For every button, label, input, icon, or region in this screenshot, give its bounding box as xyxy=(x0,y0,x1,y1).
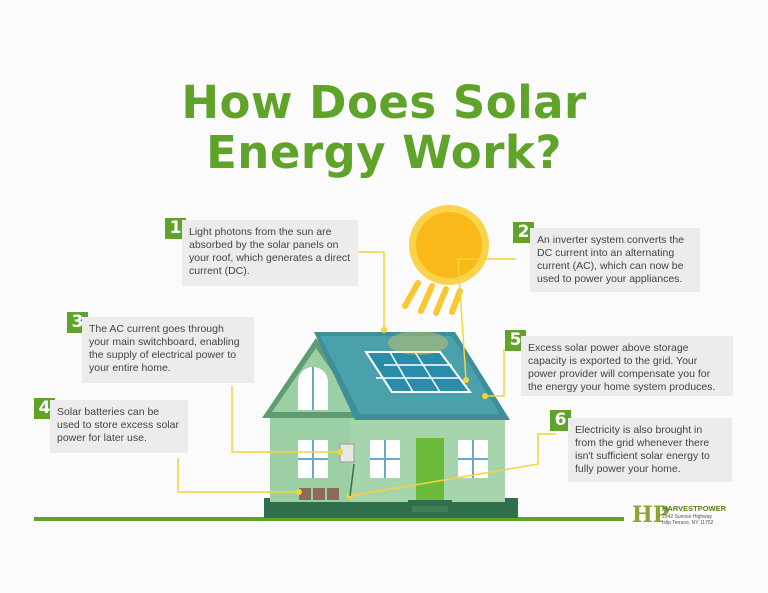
step-1-badge: 1 xyxy=(165,218,186,239)
grid-line-icon xyxy=(349,463,355,497)
step-5-text: Excess solar power above storage capacit… xyxy=(521,336,733,396)
step-6-text: Electricity is also brought in from the … xyxy=(568,418,732,482)
step-4-text: Solar batteries can be used to store exc… xyxy=(50,400,188,453)
connector-lines xyxy=(177,251,556,497)
sun-glow xyxy=(388,331,448,355)
brand-address-line-1: 2942 Sunrise Highway xyxy=(662,514,713,520)
solar-panel-icon xyxy=(364,351,472,393)
brand-name: HARVESTPOWER xyxy=(662,504,727,513)
sun-rays-icon xyxy=(402,280,463,316)
ground-line xyxy=(34,517,624,521)
battery-icon xyxy=(299,488,339,500)
sun-icon xyxy=(409,205,489,285)
step-1-text: Light photons from the sun are absorbed … xyxy=(182,220,358,286)
step-6-badge: 6 xyxy=(550,410,571,431)
brand-logo: HP HARVESTPOWER 2942 Sunrise Highway Isl… xyxy=(632,503,742,529)
step-2-badge: 2 xyxy=(513,222,534,243)
title-line-1: How Does Solar xyxy=(181,76,587,129)
page-title: How Does Solar Energy Work? xyxy=(0,78,768,178)
step-4-badge: 4 xyxy=(34,398,55,419)
step-5-badge: 5 xyxy=(505,330,526,351)
step-3-text: The AC current goes through your main sw… xyxy=(82,317,254,383)
brand-mark: HP xyxy=(632,502,670,528)
step-2-text: An inverter system converts the DC curre… xyxy=(530,228,700,292)
brand-address-line-2: Islip Terrace, NY 11752 xyxy=(662,520,714,526)
brand-address: 2942 Sunrise Highway Islip Terrace, NY 1… xyxy=(662,514,713,526)
house-icon xyxy=(262,332,518,518)
title-line-2: Energy Work? xyxy=(206,126,562,179)
